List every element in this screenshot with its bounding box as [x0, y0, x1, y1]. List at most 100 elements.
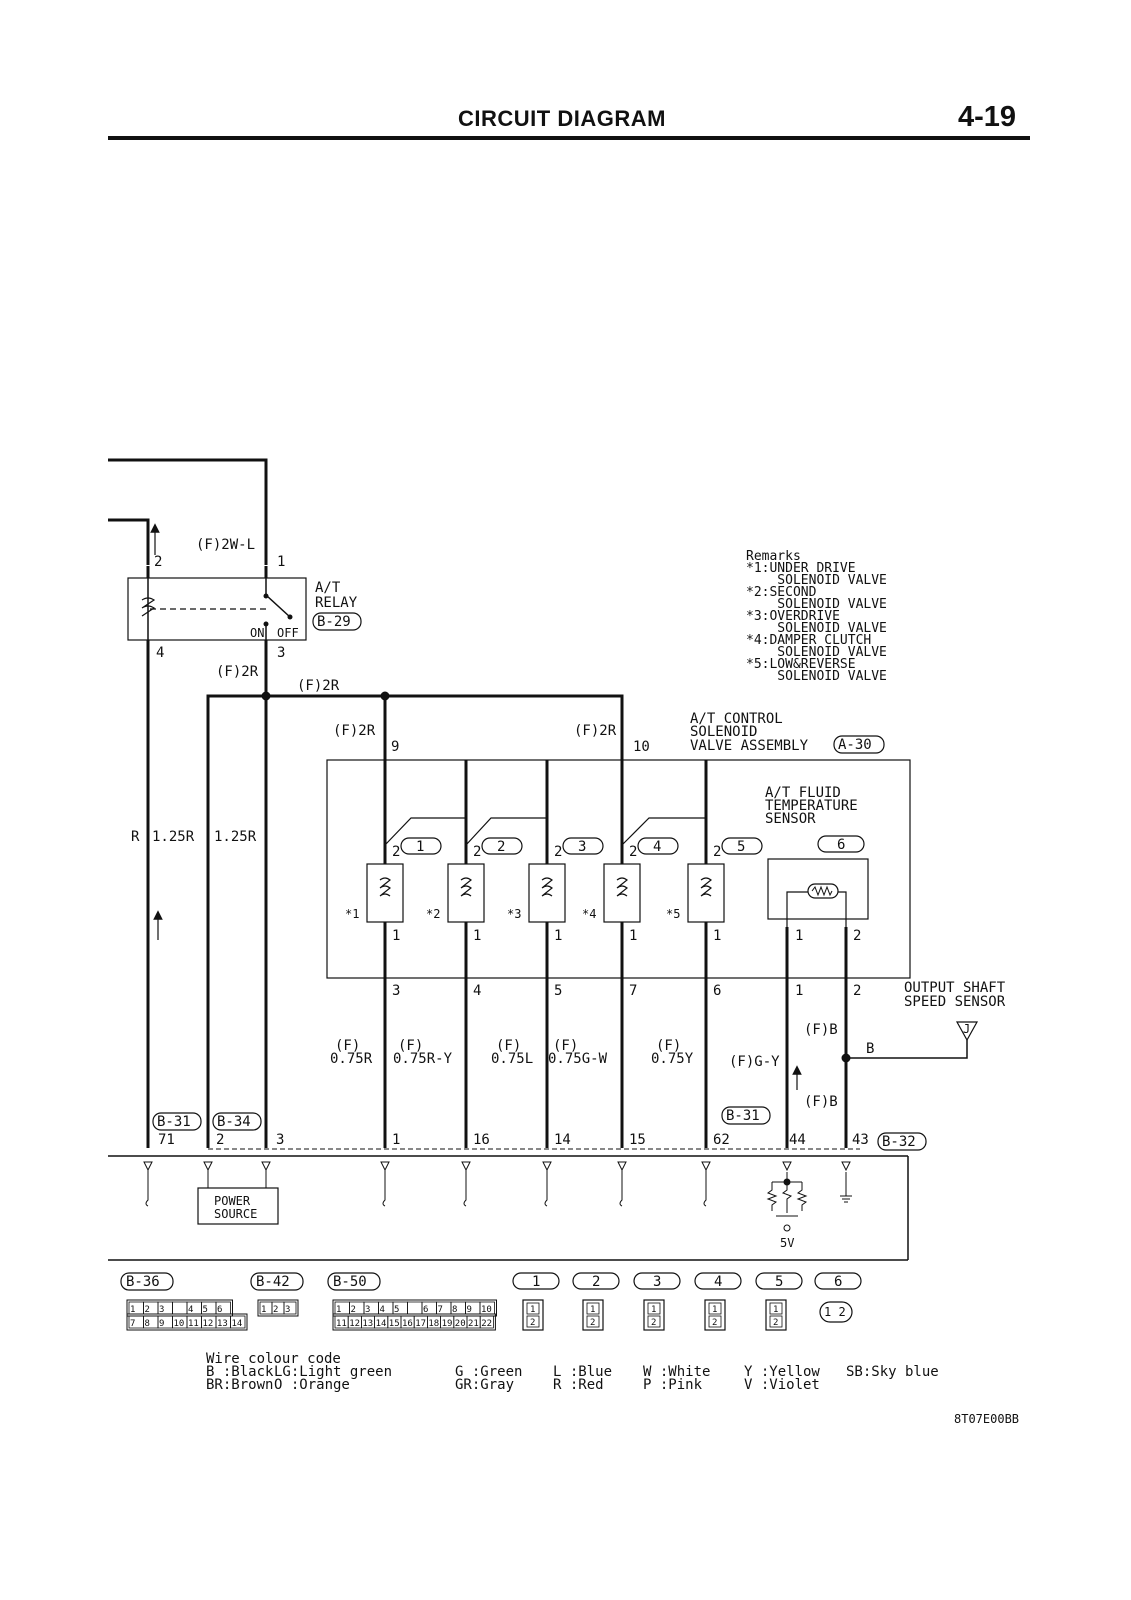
connector-pin: 2 [145, 1305, 150, 1315]
output-sensor-title-1: OUTPUT SHAFT [904, 980, 1006, 996]
header-rule [108, 136, 1030, 140]
wire-4-top: (F) [553, 1038, 578, 1054]
solenoid-pin-bottom: 1 [392, 928, 400, 944]
solenoid-pin-bottom: 1 [629, 928, 637, 944]
solenoid-pin-top: 2 [554, 844, 562, 860]
power-source-2: SOURCE [214, 1207, 257, 1221]
connector-pin: 11 [188, 1319, 199, 1329]
colour-code-entry: BR:Brown [206, 1377, 273, 1393]
connector-pin: 1 [530, 1305, 535, 1315]
fluid-temperature-sensor: 6 [767, 835, 869, 927]
ecu-terminal [143, 1161, 153, 1207]
connector-pin: 7 [130, 1319, 135, 1329]
connector-pin: 3 [159, 1305, 164, 1315]
solenoid-mark: *5 [666, 907, 680, 921]
conn-b42-label: B-42 [256, 1274, 290, 1290]
relay-connector: B-29 [317, 614, 351, 630]
connector-pin: 2 [651, 1318, 656, 1328]
connector-pin: 3 [365, 1305, 370, 1315]
ecu-terminal [380, 1161, 390, 1207]
connector-pin: 8 [145, 1319, 150, 1329]
wire-label-f2r-a: (F)2R [216, 664, 259, 680]
connector-pin: 10 [481, 1305, 492, 1315]
sensor-in-1: 1 [795, 928, 803, 944]
connector-pin: 4 [380, 1305, 385, 1315]
main-wiring [146, 640, 624, 1148]
connector-pin: 17 [415, 1319, 426, 1329]
solenoid-harness-pin: 7 [629, 983, 637, 999]
connector-pin: 15 [389, 1319, 400, 1329]
solenoid-connector-label: 2 [592, 1274, 600, 1290]
ecu-b34: B-34 [217, 1114, 251, 1130]
sensor-title-1: A/T FLUID [765, 785, 841, 801]
connector-pin: 8 [452, 1305, 457, 1315]
ecu-b31: B-31 [157, 1114, 191, 1130]
solenoid-connector-label: 4 [714, 1274, 722, 1290]
connector-pin: 1 [773, 1305, 778, 1315]
wire-label-f2r-b: (F)2R [297, 678, 340, 694]
ecu-b31-b: B-31 [726, 1108, 760, 1124]
connector-pin: 19 [442, 1319, 453, 1329]
connector-pin: 2 [273, 1305, 278, 1315]
connector-pin: 14 [232, 1319, 243, 1329]
connector-pin: 1 [590, 1305, 595, 1315]
solenoid-connector: 1 [416, 839, 424, 855]
solenoid-mark: *1 [345, 907, 359, 921]
wire-label-r: R [131, 829, 140, 845]
solenoid-ecu-pin: 15 [629, 1132, 646, 1148]
solenoid-connector-label: 5 [775, 1274, 783, 1290]
connector-pin: 5 [394, 1305, 399, 1315]
ecu-box [108, 1148, 909, 1261]
solenoid-harness-pin: 4 [473, 983, 481, 999]
colour-code-title: Wire colour code [206, 1351, 341, 1367]
sensor-wiring [785, 927, 979, 1148]
solenoid-pin-bottom: 1 [473, 928, 481, 944]
connector-pin: 13 [217, 1319, 228, 1329]
svg-text:*2:SECOND: *2:SECOND [746, 585, 817, 600]
connector-pin: 1 [130, 1305, 135, 1315]
output-sensor-letter: J [963, 1022, 970, 1036]
connector-pin: 10 [174, 1319, 185, 1329]
connector-pin: 3 [285, 1305, 290, 1315]
wire-label-125r-a: 1.25R [152, 829, 195, 845]
colour-code-entry: LG:Light green [274, 1364, 392, 1380]
colour-code-entry: G :Green [455, 1364, 522, 1380]
connector-pin: 12 [349, 1319, 360, 1329]
wire-label-b: B [866, 1041, 874, 1057]
sensor-out-2: 2 [853, 983, 861, 999]
connector-pin: 16 [402, 1319, 413, 1329]
wire-2-top: (F) [398, 1038, 423, 1054]
ecu-connector-labels: B-31 B-34 B-31 B-32 [152, 1106, 927, 1151]
solenoid-connector-view: 3 1 2 [633, 1272, 681, 1331]
connector-pin: 1 [651, 1305, 656, 1315]
assembly-pin-9: 9 [391, 739, 399, 755]
sensor-connector: 6 [837, 837, 845, 853]
wire-5-top: (F) [656, 1038, 681, 1054]
solenoid-connector-label: 3 [653, 1274, 661, 1290]
conn-b36-label: B-36 [126, 1274, 160, 1290]
output-sensor-title-2: SPEED SENSOR [904, 994, 1006, 1010]
connector-pin: 12 [203, 1319, 214, 1329]
solenoid-connector-view: 212 [572, 1272, 620, 1331]
remarks-block: Remarks *1:UNDER DRIVE SOLENOID VALVE *2… [746, 549, 887, 684]
ecu-terminal [841, 1161, 851, 1172]
wire-1-bottom: 0.75R [330, 1051, 373, 1067]
power-source-1: POWER [214, 1194, 251, 1208]
conn-b50-label: B-50 [333, 1274, 367, 1290]
wire-label-f2r-c: (F)2R [333, 723, 376, 739]
svg-text:*4:DAMPER CLUTCH: *4:DAMPER CLUTCH [746, 633, 871, 648]
sensor-out-1: 1 [795, 983, 803, 999]
sensor-title-2: TEMPERATURE [765, 798, 858, 814]
connector-pin: 1 [261, 1305, 266, 1315]
colour-code-entry: GR:Gray [455, 1377, 514, 1393]
colour-code-entry: O :Orange [274, 1377, 350, 1393]
connector-pin: 2 [712, 1318, 717, 1328]
colour-code-entry: Y :Yellow [744, 1364, 820, 1380]
connector-pin: 14 [376, 1319, 387, 1329]
